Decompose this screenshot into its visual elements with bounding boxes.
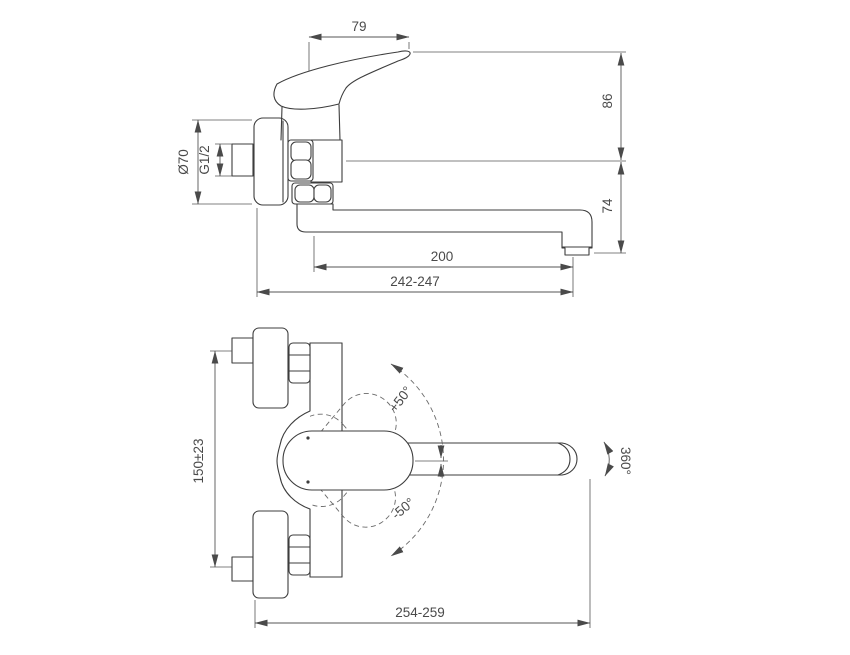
- supply-pipe-side: [231, 143, 254, 177]
- dim-spout-reach: 200: [313, 236, 574, 297]
- handle-side: [273, 50, 411, 110]
- spout-plan: [404, 442, 578, 476]
- handle-plan: [282, 430, 414, 491]
- dim-connection-spacing-label: 150±23: [191, 439, 206, 484]
- bottom-union-nut: [288, 534, 311, 576]
- bottom-supply-pipe: [231, 556, 254, 582]
- dim-overall-width: 254-259: [254, 479, 591, 628]
- bottom-mount-plan: [231, 510, 311, 599]
- dim-handle-projection: 79: [308, 19, 410, 71]
- dim-connection-thread: G1/2: [197, 143, 232, 177]
- swing-arc: [390, 363, 444, 557]
- dim-flange-diameter-label: Ø70: [176, 149, 191, 175]
- top-supply-pipe: [231, 337, 254, 364]
- top-union-nut: [288, 342, 311, 384]
- handle-screw-dot: [306, 436, 310, 440]
- body-block-side: [310, 139, 343, 183]
- dim-spout-reach-label: 200: [431, 249, 454, 264]
- bottom-flange: [252, 510, 289, 599]
- dim-flange-diameter: Ø70: [176, 119, 252, 205]
- handle-screw-dot: [306, 480, 310, 484]
- cartridge-neck-side: [280, 104, 341, 141]
- plan-view: +50° -50° 360° 150±23 254-259: [191, 327, 633, 628]
- dim-overall-width-label: 254-259: [395, 605, 445, 620]
- lower-union-nut-side: [291, 182, 334, 205]
- spout-side: [296, 203, 593, 256]
- dim-handle-swing-down-label: -50°: [389, 495, 418, 523]
- dim-connection-spacing: 150±23: [191, 350, 232, 568]
- dim-height-below-axis-label: 74: [600, 198, 615, 214]
- dim-overall-reach-label: 242-247: [390, 274, 440, 289]
- dim-height-above-axis-label: 86: [600, 93, 615, 108]
- dim-overall-reach: 242-247: [256, 208, 574, 297]
- dim-connection-thread-label: G1/2: [197, 145, 212, 174]
- dim-spout-rotation-label: 360°: [618, 447, 633, 475]
- upper-union-nut-side: [287, 139, 314, 182]
- centerline-marker: [415, 445, 448, 477]
- dim-handle-swing-up-label: +50°: [386, 383, 415, 415]
- dim-handle-projection-label: 79: [351, 19, 366, 34]
- dim-spout-rotation: 360°: [603, 441, 633, 477]
- top-mount-plan: [231, 327, 311, 409]
- side-view: 79 86 74 Ø70 G1/2: [176, 19, 626, 297]
- dim-height-above-axis: 86: [346, 51, 626, 162]
- wall-flange-side: [253, 117, 289, 206]
- top-flange: [252, 327, 289, 409]
- dim-height-below-axis: 74: [594, 161, 626, 254]
